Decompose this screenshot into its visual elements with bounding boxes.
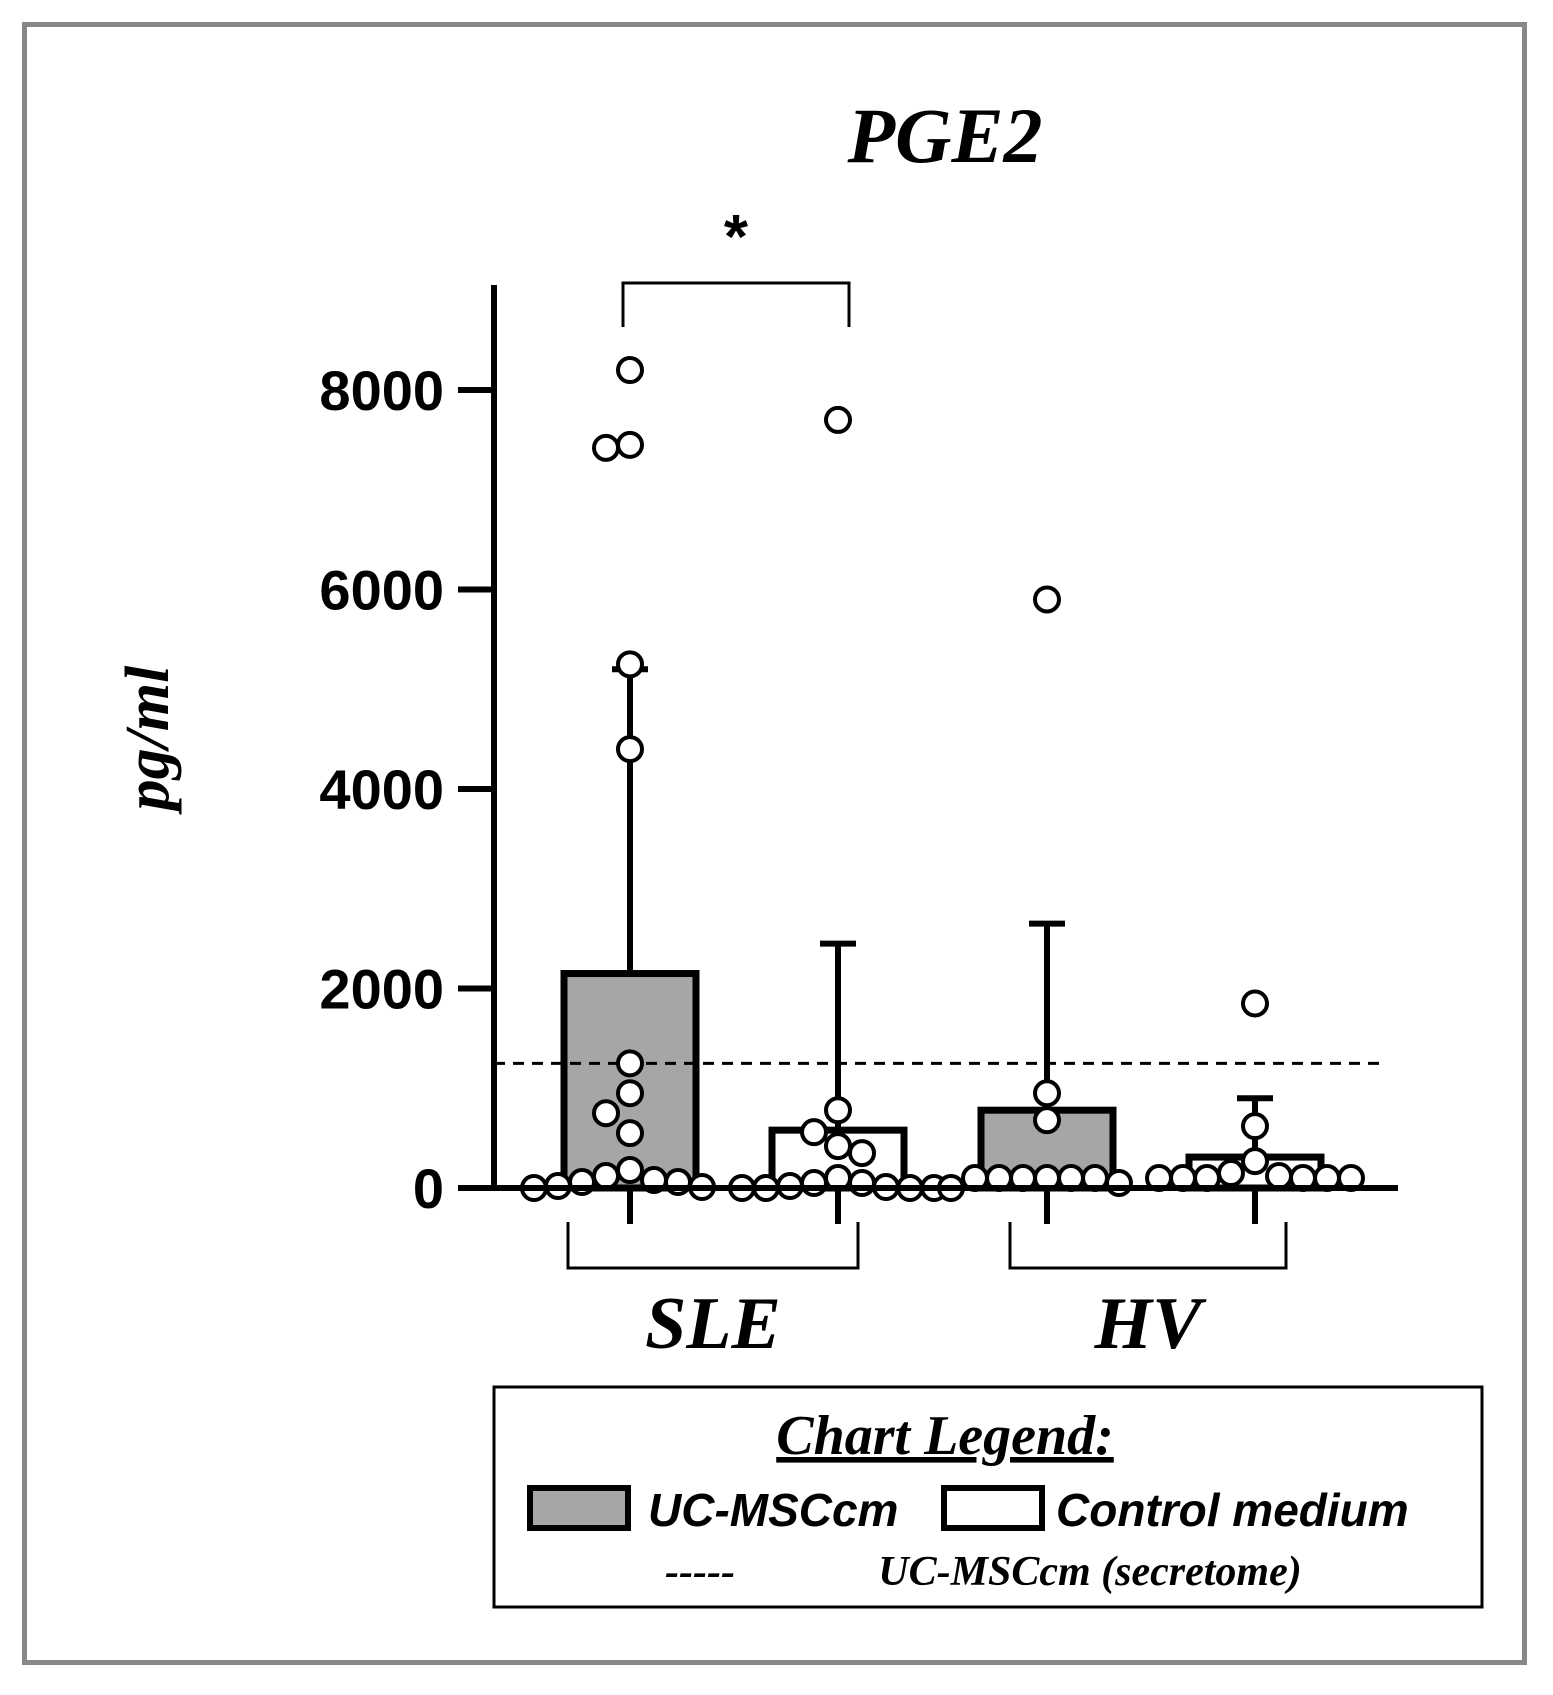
data-point-hv-uc-msccm — [1105, 1169, 1133, 1198]
y-axis-label: pg/ml — [114, 665, 182, 815]
data-point-sle-control-medium — [824, 1132, 852, 1161]
data-point-sle-uc-msccm — [616, 1119, 644, 1148]
data-point-hv-control-medium — [1265, 1162, 1293, 1191]
legend-label-control-medium: Control medium — [1056, 1484, 1409, 1536]
legend-label-secretome: UC-MSCcm (secretome) — [878, 1549, 1301, 1595]
y-tick-label: 2000 — [319, 958, 444, 1021]
data-point-sle-uc-msccm — [616, 1049, 644, 1078]
legend: Chart Legend: UC-MSCcm Control medium --… — [492, 1385, 1484, 1609]
data-point-sle-control-medium — [824, 1096, 852, 1125]
group-label-hv: HV — [1094, 1283, 1208, 1365]
y-tick-label: 0 — [413, 1157, 444, 1220]
legend-dash-icon: ----- — [665, 1549, 735, 1595]
group-bracket-hv — [1008, 1222, 1288, 1270]
significance-star: * — [724, 203, 749, 272]
y-tick-label: 4000 — [319, 758, 444, 821]
group-bracket-sle — [566, 1222, 860, 1270]
data-point-sle-uc-msccm — [592, 1099, 620, 1128]
data-point-sle-uc-msccm — [616, 1156, 644, 1185]
data-point-sle-control-medium — [848, 1169, 876, 1198]
y-tick-label: 6000 — [319, 559, 444, 622]
data-point-hv-uc-msccm — [1033, 585, 1061, 614]
chart-title: PGE2 — [847, 92, 1043, 179]
significance-bracket — [621, 281, 851, 327]
data-point-sle-control-medium — [800, 1118, 828, 1147]
data-point-hv-uc-msccm — [1033, 1079, 1061, 1108]
data-point-hv-control-medium — [1241, 1112, 1269, 1141]
data-point-sle-uc-msccm — [592, 1162, 620, 1191]
legend-box — [492, 1385, 1484, 1609]
data-point-hv-control-medium — [1241, 1147, 1269, 1176]
data-point-sle-uc-msccm — [616, 735, 644, 764]
data-point-hv-uc-msccm — [1033, 1106, 1061, 1135]
data-point-sle-control-medium — [824, 405, 852, 434]
group-label-sle: SLE — [645, 1283, 781, 1365]
legend-title: Chart Legend: — [776, 1405, 1114, 1467]
data-point-hv-control-medium — [1241, 989, 1269, 1018]
data-point-sle-uc-msccm — [616, 1079, 644, 1108]
legend-swatch-control-medium — [941, 1485, 1045, 1531]
data-point-sle-control-medium — [800, 1169, 828, 1198]
data-point-sle-uc-msccm — [616, 650, 644, 679]
data-point-sle-uc-msccm — [616, 430, 644, 459]
data-point-sle-control-medium — [848, 1139, 876, 1168]
data-point-sle-uc-msccm — [616, 356, 644, 385]
y-tick-label: 8000 — [319, 359, 444, 422]
legend-swatch-uc-msccm — [527, 1485, 631, 1531]
data-point-sle-uc-msccm — [592, 433, 620, 462]
data-point-hv-control-medium — [1217, 1159, 1245, 1188]
legend-label-uc-msccm: UC-MSCcm — [648, 1484, 898, 1536]
